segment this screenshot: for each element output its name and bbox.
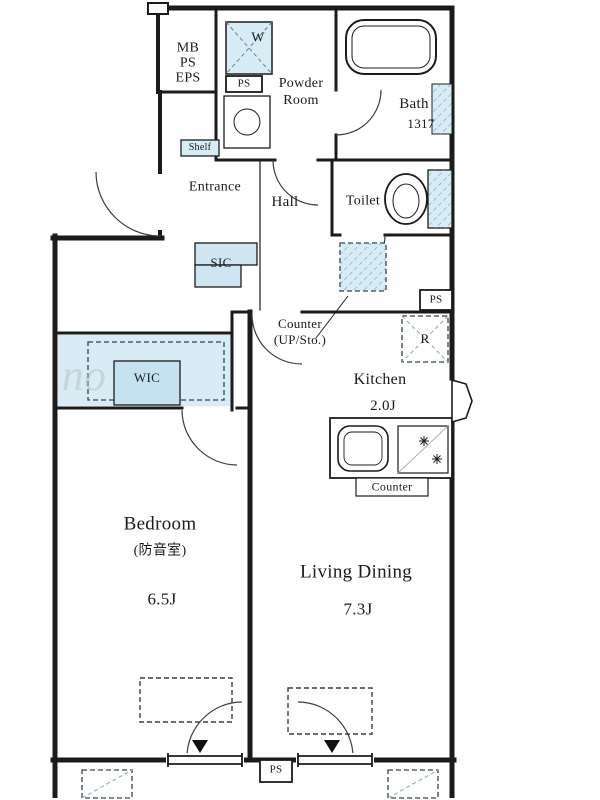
ps-shaft-top-box bbox=[225, 75, 263, 93]
bath-door-arc bbox=[335, 89, 382, 136]
label-powder-room: Powder Room bbox=[278, 75, 324, 108]
shelf-box bbox=[180, 139, 220, 157]
label-bedroom-size: 6.5J bbox=[147, 589, 177, 609]
label-counter-up-sto: Counter (UP/Sto.) bbox=[273, 316, 327, 347]
label-entrance: Entrance bbox=[188, 179, 242, 195]
entry-triangle-living bbox=[324, 740, 340, 753]
label-bath-size: 1317 bbox=[407, 116, 435, 132]
balcony bbox=[52, 762, 455, 799]
label-shelf: Shelf bbox=[188, 141, 212, 153]
label-living-dining: Living Dining bbox=[299, 561, 413, 583]
label-kitchen-counter: Counter bbox=[371, 479, 413, 494]
label-washer: W bbox=[251, 30, 265, 46]
living-window-arc bbox=[297, 701, 354, 758]
counter-label-box bbox=[355, 477, 429, 497]
label-bedroom: Bedroom bbox=[123, 513, 197, 535]
label-ps-bottom: PS bbox=[269, 763, 283, 776]
label-bedroom-sub: (防音室) bbox=[133, 543, 187, 559]
label-living-size: 7.3J bbox=[343, 599, 373, 619]
vanity-sink bbox=[223, 95, 271, 149]
ps-shaft-bottom-box bbox=[259, 759, 293, 783]
bedroom-door-arc bbox=[181, 409, 238, 466]
ld-door-arc bbox=[251, 313, 303, 365]
label-toilet: Toilet bbox=[345, 193, 381, 209]
living-furniture-outline bbox=[287, 687, 373, 735]
entry-triangle-bedroom bbox=[192, 740, 208, 753]
label-shaft-mb-ps-eps: MB PS EPS bbox=[175, 40, 201, 86]
toilet-fixture bbox=[384, 169, 453, 229]
burner-icon bbox=[419, 436, 442, 464]
label-sic: SIC bbox=[210, 255, 232, 271]
label-kitchen-size: 2.0J bbox=[370, 397, 396, 414]
bedroom-furniture-outline bbox=[139, 677, 233, 723]
watermark-text: no bbox=[61, 351, 107, 401]
ps-shaft-mid-box bbox=[419, 289, 453, 311]
label-refrigerator: R bbox=[420, 331, 430, 347]
stair-storage bbox=[315, 242, 387, 339]
powder-door-arc bbox=[272, 159, 319, 206]
wic-closet bbox=[58, 335, 232, 406]
label-bath: Bath bbox=[399, 95, 429, 112]
kitchen-sink bbox=[337, 425, 389, 472]
leader-line bbox=[315, 295, 349, 339]
entrance-door-arc bbox=[95, 171, 161, 237]
window-living bbox=[296, 753, 374, 767]
label-ps-top: PS bbox=[237, 77, 251, 90]
bath-counter bbox=[431, 83, 453, 135]
kitchen-unit bbox=[329, 417, 453, 497]
sic-shelf bbox=[194, 242, 258, 288]
label-hall: Hall bbox=[271, 193, 299, 210]
refrigerator-space bbox=[401, 315, 449, 363]
label-wic: WIC bbox=[133, 370, 161, 386]
bathtub bbox=[345, 19, 437, 75]
label-ps-mid: PS bbox=[429, 293, 443, 306]
washing-machine-pan bbox=[225, 21, 273, 75]
label-kitchen: Kitchen bbox=[353, 371, 407, 389]
stove bbox=[397, 425, 449, 474]
window-bedroom bbox=[166, 753, 244, 767]
right-door-symbol bbox=[451, 378, 473, 424]
bedroom-window-arc bbox=[186, 701, 243, 758]
